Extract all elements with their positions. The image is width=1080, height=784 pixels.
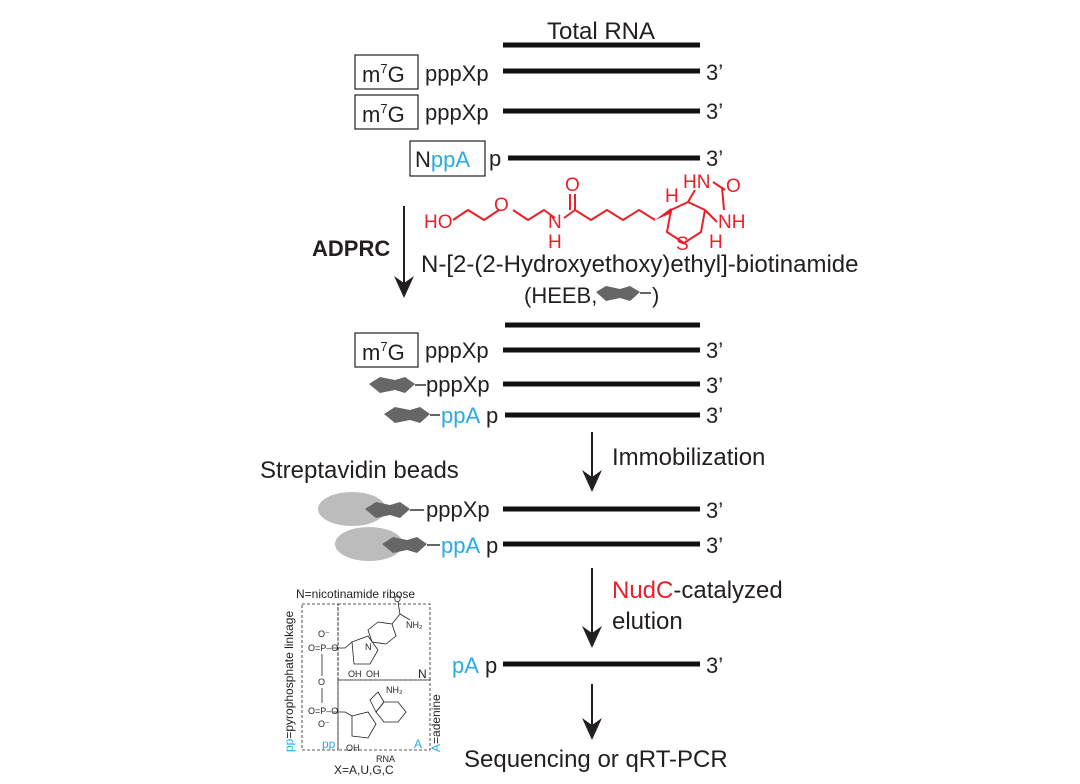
immobilization-label: Immobilization xyxy=(612,444,765,471)
biotin-tag-icon xyxy=(365,502,410,518)
o-minus-1: O⁻ xyxy=(318,629,330,639)
streptavidin-bead xyxy=(318,492,386,526)
heeb-carbonyl-o: O xyxy=(565,175,580,196)
total-rna-label: Total RNA xyxy=(547,18,655,45)
arrow-down-icon xyxy=(582,470,602,492)
streptavidin-bead xyxy=(335,527,403,561)
heeb-abbrev-close: ) xyxy=(652,283,659,308)
n-tag: N xyxy=(418,667,427,681)
eluted-row: pA p 3’ xyxy=(452,653,723,678)
rna-row-nad: NppA p 3’ xyxy=(409,140,723,177)
heeb-abbrev-open: (HEEB, xyxy=(524,283,597,308)
m7g-cap-box xyxy=(354,54,419,90)
heeb-ho: HO xyxy=(424,212,453,233)
pppxp-label: pppXp xyxy=(425,61,489,86)
pppxp-label: pppXp xyxy=(426,497,490,522)
m7g-cap-box xyxy=(354,332,419,368)
heeb-structure: HO O N H O S H H HN O NH xyxy=(424,172,745,255)
a-tag: A xyxy=(414,737,422,751)
adprc-step: ADPRC xyxy=(312,206,414,298)
heeb-h1: H xyxy=(665,186,679,207)
carbonyl-o: O xyxy=(394,594,401,604)
immobilization-step: Immobilization xyxy=(582,432,765,492)
elution-label: elution xyxy=(612,608,683,635)
biotin-tag-icon xyxy=(369,377,415,393)
heeb-h2: H xyxy=(709,232,723,253)
n-legend: N=nicotinamide ribose xyxy=(296,587,415,601)
nudc-label: NudC-catalyzed xyxy=(612,577,783,604)
arrow-down-icon xyxy=(582,626,602,648)
op-2: O=P–O xyxy=(308,706,338,716)
nudc-step: NudC-catalyzed elution xyxy=(582,568,783,648)
streptavidin-label: Streptavidin beads xyxy=(260,457,459,484)
oh-1: OH xyxy=(348,669,362,679)
o-minus-2: O⁻ xyxy=(318,719,330,729)
biotin-tag-icon xyxy=(596,286,640,301)
pppxp-label: pppXp xyxy=(425,338,489,363)
oh-2: OH xyxy=(366,669,380,679)
pp-legend: pp=pyrophosphate linkage xyxy=(282,611,296,752)
a-legend: A=adenine xyxy=(429,694,443,752)
three-prime-end: 3’ xyxy=(706,338,723,363)
final-step-label: Sequencing or qRT-PCR xyxy=(464,746,728,773)
m7g-cap-box xyxy=(354,94,419,130)
p-label: p xyxy=(486,403,498,428)
labeled-row-pppxp: pppXp 3’ xyxy=(369,372,723,398)
ppa-label: ppA xyxy=(441,533,480,558)
pppxp-label: pppXp xyxy=(425,100,489,125)
n-plus: N xyxy=(365,642,372,652)
three-prime-end: 3’ xyxy=(706,403,723,428)
m7g-cap-label: m7G xyxy=(362,101,405,127)
arrow-down-icon xyxy=(394,276,414,298)
nad-cap-label: NppA xyxy=(415,147,470,172)
final-step: Sequencing or qRT-PCR xyxy=(464,684,728,773)
op-1: O=P–O xyxy=(308,643,338,653)
three-prime-end: 3’ xyxy=(706,60,723,85)
rna-row-m7g-2: m7G pppXp 3’ xyxy=(354,94,723,130)
pa-label: pA xyxy=(452,653,479,678)
labeled-row-m7g: m7G pppXp 3’ xyxy=(354,332,723,368)
biotin-tag-icon xyxy=(382,537,427,553)
nad-structure-inset: N=nicotinamide ribose pp=pyrophosphate l… xyxy=(282,587,443,777)
m7g-cap-label: m7G xyxy=(362,61,405,87)
nad-cap-box xyxy=(409,140,486,177)
nh2-adenine: NH₂ xyxy=(386,685,403,695)
rna-row-m7g-1: m7G pppXp 3’ xyxy=(354,54,723,90)
ppa-label: ppA xyxy=(441,403,480,428)
heeb-full-name: N-[2-(2-Hydroxyethoxy)ethyl]-biotinamide xyxy=(421,251,858,278)
three-prime-end: 3’ xyxy=(706,498,723,523)
three-prime-end: 3’ xyxy=(706,533,723,558)
p-label: p xyxy=(489,146,501,171)
bead-row-pppxp: pppXp 3’ xyxy=(318,492,723,526)
three-prime-end: 3’ xyxy=(706,146,723,171)
oh-3: OH xyxy=(346,743,360,753)
o-small: O xyxy=(318,677,325,687)
nh2-top: NH₂ xyxy=(406,620,423,630)
heeb-amide-n: N xyxy=(548,212,562,233)
m7g-cap-label: m7G xyxy=(362,339,405,365)
pp-tag: pp xyxy=(322,737,336,751)
three-prime-end: 3’ xyxy=(706,99,723,124)
heeb-nh: NH xyxy=(718,212,745,233)
x-legend: X=A,U,G,C xyxy=(334,763,394,777)
heeb-amide-h: H xyxy=(548,232,562,253)
p-label: p xyxy=(486,533,498,558)
three-prime-end: 3’ xyxy=(706,653,723,678)
p-label: p xyxy=(485,653,497,678)
three-prime-end: 3’ xyxy=(706,373,723,398)
heeb-hn: HN xyxy=(683,172,710,193)
heeb-s: S xyxy=(676,234,689,255)
pppxp-label: pppXp xyxy=(426,372,490,397)
heeb-o2: O xyxy=(726,176,741,197)
adprc-label: ADPRC xyxy=(312,236,390,261)
heeb-abbreviation: (HEEB, ) xyxy=(524,283,659,308)
biotin-tag-icon xyxy=(384,407,430,423)
heeb-ether-o: O xyxy=(494,195,509,216)
bead-row-ppa: ppA p 3’ xyxy=(335,527,723,561)
arrow-down-icon xyxy=(582,718,602,740)
labeled-row-ppa: ppA p 3’ xyxy=(384,403,723,428)
rna-label: RNA xyxy=(376,754,395,764)
